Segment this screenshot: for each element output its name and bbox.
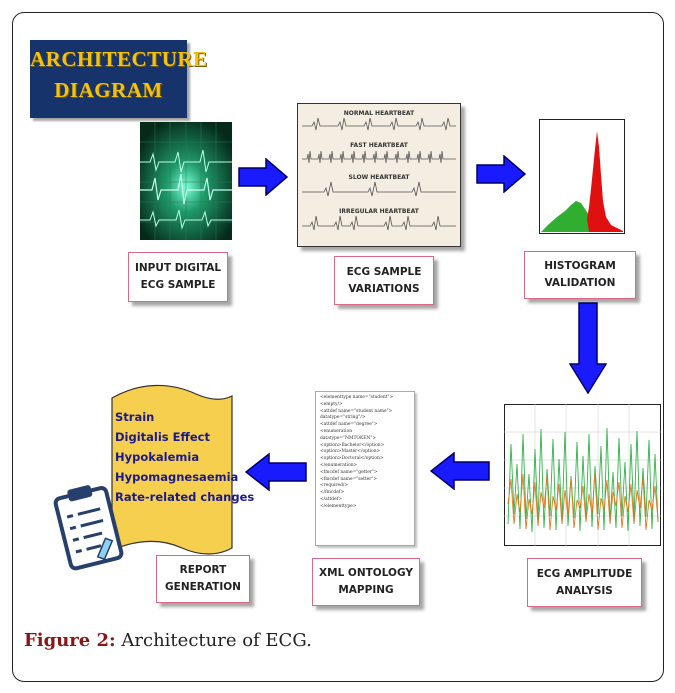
label-ecg-sample-variations: ECG SAMPLE VARIATIONS xyxy=(334,256,434,305)
histogram-image xyxy=(539,119,625,234)
caption-text: Architecture of ECG. xyxy=(115,630,312,651)
xml-line: </attdef> xyxy=(320,496,343,502)
clipboard-icon xyxy=(53,485,124,571)
label-line: VALIDATION xyxy=(544,277,616,289)
report-item: Hypokalemia xyxy=(115,450,200,464)
figure-caption: Figure 2: Architecture of ECG. xyxy=(24,630,312,651)
arrow-right-2-icon xyxy=(476,155,526,193)
label-line: GENERATION xyxy=(165,581,241,593)
arrow-left-1-icon xyxy=(430,452,490,490)
xml-line: <fmcdef name="setter"> xyxy=(320,476,378,482)
label-line: MAPPING xyxy=(338,584,394,596)
xml-line: <required/> xyxy=(320,483,349,489)
xml-line: <option>Master</option> xyxy=(320,449,381,455)
title-line-2: DIAGRAM xyxy=(54,78,163,102)
report-item: Rate-related changes xyxy=(115,490,255,504)
label-input-digital-ecg-sample: INPUT DIGITAL ECG SAMPLE xyxy=(128,252,228,302)
caption-label: Figure 2: xyxy=(24,630,116,651)
label-line: INPUT DIGITAL xyxy=(134,262,222,274)
waveform-label-slow: SLOW HEARTBEAT xyxy=(348,174,410,181)
xml-line: </elementtype> xyxy=(320,503,357,509)
report-item: Digitalis Effect xyxy=(115,430,210,444)
ecg-variations-panel: NORMAL HEARTBEAT FAST HEARTBEAT SLOW HEA… xyxy=(297,103,461,247)
xml-line: datatype="string"/> xyxy=(320,415,366,421)
xml-ontology-snippet: <elementtype name="student"> <empty/> <a… xyxy=(315,391,415,546)
label-histogram-validation: HISTOGRAM VALIDATION xyxy=(524,251,636,299)
xml-line: <option>Doctoral</option> xyxy=(320,456,384,462)
xml-line: </fmcdef> xyxy=(320,490,345,496)
report-document-shape xyxy=(111,384,233,555)
label-line: ECG SAMPLE xyxy=(140,279,216,291)
arrow-left-2-icon xyxy=(245,453,307,491)
xml-line: <option>Bachelor</option> xyxy=(320,442,385,448)
label-line: XML ONTOLOGY xyxy=(319,567,413,579)
label-line: ANALYSIS xyxy=(556,584,613,597)
xml-line: datatype="NMTOKEN"> xyxy=(320,435,377,441)
waveform-label-normal: NORMAL HEARTBEAT xyxy=(343,110,415,117)
title-badge xyxy=(30,40,187,118)
xml-line: <fmcdef name="getter"> xyxy=(320,469,378,475)
waveform-label-irregular: IRREGULAR HEARTBEAT xyxy=(339,208,419,215)
diagram-title: ARCHITECTURE DIAGRAM xyxy=(30,44,208,106)
xml-line: <attdef name="student name"> xyxy=(320,408,393,414)
label-xml-ontology-mapping: XML ONTOLOGY MAPPING xyxy=(312,558,420,606)
label-line: HISTOGRAM xyxy=(544,260,616,272)
arrow-right-1-icon xyxy=(238,158,288,196)
title-line-1: ARCHITECTURE xyxy=(30,47,208,71)
label-line: ECG SAMPLE xyxy=(346,265,422,278)
label-line: REPORT xyxy=(179,564,227,576)
label-report-generation: REPORT GENERATION xyxy=(156,555,250,603)
ecg-amplitude-image xyxy=(504,404,661,546)
xml-line: <empty/> xyxy=(320,401,343,407)
xml-line: <elementtype name="student"> xyxy=(320,395,394,400)
input-ecg-image xyxy=(140,122,232,240)
report-item: Hypomagnesaemia xyxy=(115,470,239,484)
report-item: Strain xyxy=(115,410,155,424)
label-line: ECG AMPLITUDE xyxy=(536,567,633,580)
report-items-list: Strain Digitalis Effect Hypokalemia Hypo… xyxy=(115,407,254,507)
xml-line: <enumeration xyxy=(320,428,353,434)
waveform-traces xyxy=(302,117,456,231)
label-line: VARIATIONS xyxy=(348,282,420,295)
label-ecg-amplitude-analysis: ECG AMPLITUDE ANALYSIS xyxy=(527,558,642,607)
arrow-down-icon xyxy=(569,302,607,394)
xml-line: <attdef name="degree"> xyxy=(320,422,378,428)
xml-line: </enumeration> xyxy=(320,462,358,468)
waveform-label-fast: FAST HEARTBEAT xyxy=(350,142,408,149)
